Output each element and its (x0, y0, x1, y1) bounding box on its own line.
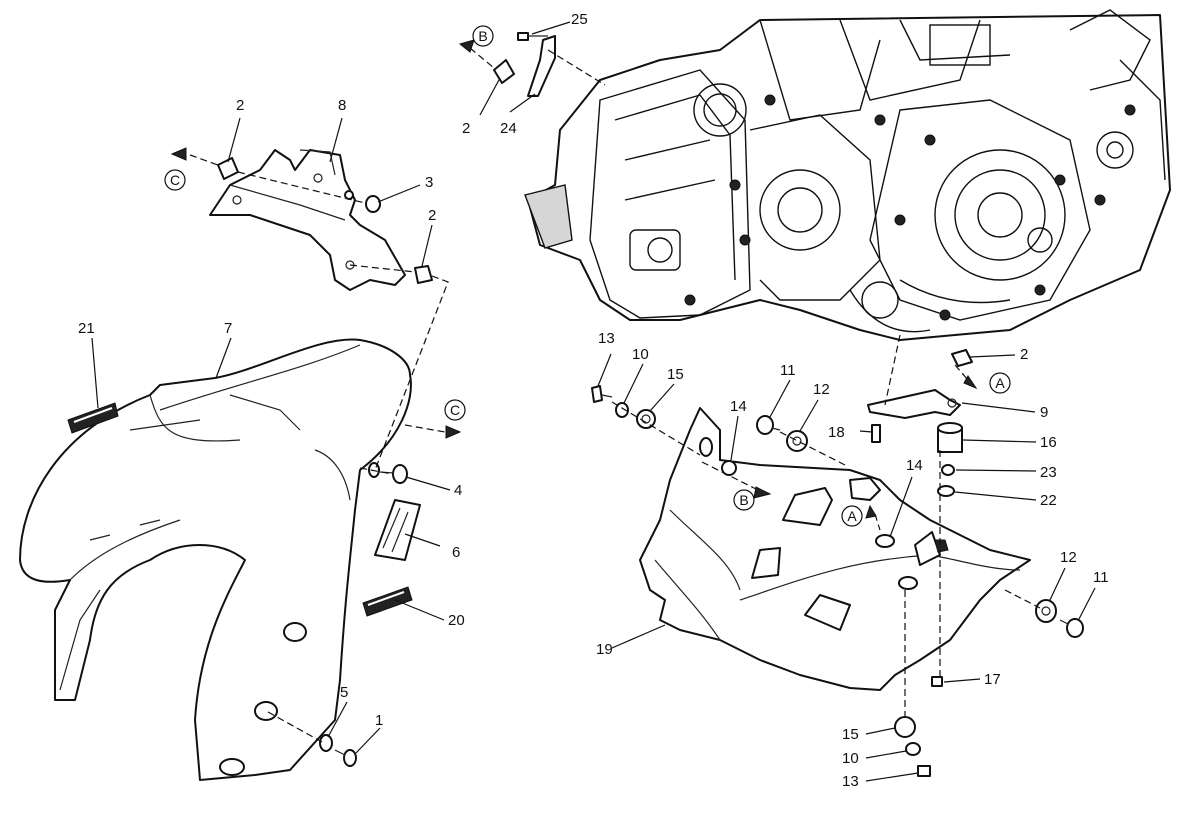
part-number-7: 7 (224, 320, 232, 337)
sticker-6 (374, 499, 421, 561)
part-number-12: 12 (1060, 549, 1077, 566)
ref-b-label: B (739, 492, 748, 508)
bracket-8 (209, 149, 406, 291)
part-number-18: 18 (828, 424, 845, 441)
part-number-5: 5 (340, 684, 348, 701)
part-number-3: 3 (425, 174, 433, 191)
part-number-8: 8 (338, 97, 346, 114)
part-number-9: 9 (1040, 404, 1048, 421)
ref-c-label: C (450, 402, 460, 418)
decal-20 (362, 586, 413, 617)
clip-2 (217, 59, 973, 367)
bracket-9 (867, 389, 961, 419)
leader-lines (91, 21, 1096, 782)
ref-b-label: B (478, 28, 487, 44)
part-number-13: 13 (598, 330, 615, 347)
fasteners (319, 32, 1084, 777)
part-number-11: 11 (780, 362, 796, 379)
part-number-22: 22 (1040, 492, 1057, 509)
engine-assembly (524, 9, 1171, 341)
ref-a-label: A (995, 375, 1005, 391)
part-number-6: 6 (452, 544, 460, 561)
part-number-12: 12 (813, 381, 830, 398)
part-number-21: 21 (78, 320, 95, 337)
part-number-23: 23 (1040, 464, 1057, 481)
part-number-11: 11 (1093, 569, 1109, 586)
part-number-2: 2 (236, 97, 244, 114)
part-number-4: 4 (454, 482, 462, 499)
part-number-labels: 2 8 3 2 21 7 4 6 20 5 1 25 2 24 2 9 16 2… (78, 11, 1109, 790)
ref-a-label: A (847, 508, 857, 524)
ref-circle-a-plate: A (841, 505, 863, 527)
decal-21 (67, 402, 119, 434)
part-number-19: 19 (596, 641, 613, 658)
part-number-24: 24 (500, 120, 517, 137)
part-number-20: 20 (448, 612, 465, 629)
part-number-2: 2 (1020, 346, 1028, 363)
part-number-2: 2 (428, 207, 436, 224)
ref-circle-a-right: A (989, 372, 1011, 394)
ref-circle-b-plate: B (733, 489, 755, 511)
part-number-16: 16 (1040, 434, 1057, 451)
direction-arrows (170, 39, 978, 519)
assembly-lines (189, 47, 1041, 743)
part-number-15: 15 (842, 726, 859, 743)
part-number-2: 2 (462, 120, 470, 137)
ref-circle-c-top: C (164, 169, 186, 191)
front-mudguard-7 (19, 338, 412, 781)
part-number-14: 14 (730, 398, 747, 415)
part-number-1: 1 (375, 712, 383, 729)
part-number-10: 10 (842, 750, 859, 767)
part-number-25: 25 (571, 11, 588, 28)
part-number-13: 13 (842, 773, 859, 790)
bracket-24 (527, 35, 556, 97)
ref-circle-b-top: B (472, 25, 494, 47)
part-number-14: 14 (906, 457, 923, 474)
engine-skid-plate-19 (639, 407, 1031, 691)
part-number-17: 17 (984, 671, 1001, 688)
ref-c-label: C (170, 172, 180, 188)
ref-circle-c-mid: C (444, 399, 466, 421)
part-number-15: 15 (667, 366, 684, 383)
part-number-10: 10 (632, 346, 649, 363)
